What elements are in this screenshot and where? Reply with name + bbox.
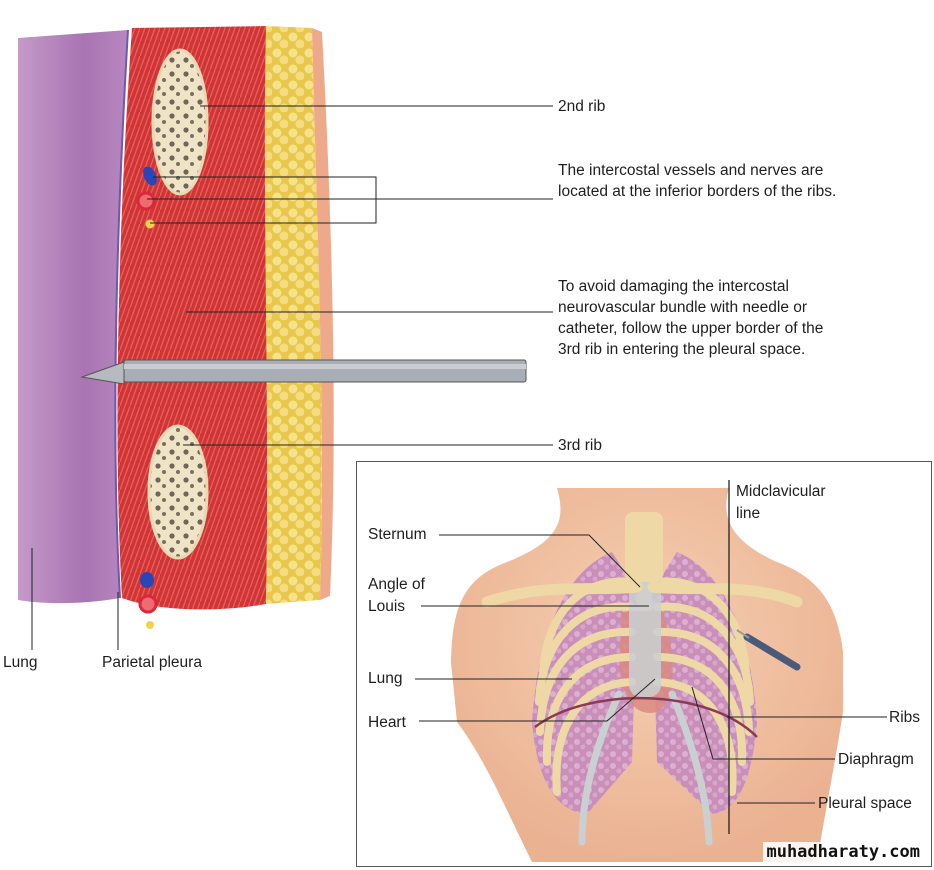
intercostal-artery-lower <box>138 594 158 614</box>
intercostal-vein-lower <box>140 572 154 588</box>
needle <box>80 359 527 385</box>
leader-vessels-bracket <box>147 176 553 224</box>
sternum-bone <box>629 572 661 697</box>
diaphragm-line <box>534 696 758 738</box>
intercostal-vein-upper <box>143 166 157 186</box>
chest-needle <box>736 629 801 671</box>
rib-3 <box>147 424 209 560</box>
chest-inset-panel: Sternum Angle of Louis Lung Heart Midcla… <box>356 461 932 867</box>
costal-cartilage <box>578 690 713 846</box>
label-intercostal-vessels: The intercostal vessels and nerves are l… <box>558 162 837 200</box>
label-avoid-damage: To avoid damaging the intercostal neurov… <box>558 278 824 358</box>
rib-cage <box>535 577 754 796</box>
intercostal-nerve-lower <box>146 621 154 629</box>
label-angle-of-louis-1: Angle of <box>368 576 425 593</box>
label-angle-of-louis-2: Louis <box>368 598 406 615</box>
label-midclavicular-2: line <box>736 505 761 522</box>
label-ribs: Ribs <box>889 709 921 726</box>
label-lung: Lung <box>3 654 38 671</box>
parietal-pleura-line <box>114 29 129 599</box>
label-sternum: Sternum <box>368 526 427 543</box>
clavicles <box>481 581 803 608</box>
cervical-vertebrae <box>625 512 663 582</box>
fat-layer <box>264 26 322 604</box>
chest-illustration <box>415 480 887 862</box>
leader-heart <box>419 678 656 722</box>
label-heart: Heart <box>368 714 406 731</box>
label-lung-inset: Lung <box>368 670 403 687</box>
label-midclavicular-1: Midclavicular <box>736 483 826 500</box>
leader-sternum <box>439 534 641 588</box>
rib-2 <box>151 48 209 196</box>
label-3rd-rib: 3rd rib <box>558 437 602 454</box>
label-diaphragm: Diaphragm <box>838 751 914 768</box>
intercostal-artery-upper <box>136 191 156 211</box>
label-2nd-rib: 2nd rib <box>558 98 606 115</box>
label-pleural-space: Pleural space <box>818 795 912 812</box>
skin-layer <box>312 28 334 600</box>
lung-tissue <box>18 30 128 604</box>
label-parietal-pleura: Parietal pleura <box>102 654 202 671</box>
leader-diaphragm <box>691 686 835 760</box>
intercostal-nerve-upper <box>145 219 155 229</box>
watermark: muhadharaty.com <box>763 842 923 862</box>
